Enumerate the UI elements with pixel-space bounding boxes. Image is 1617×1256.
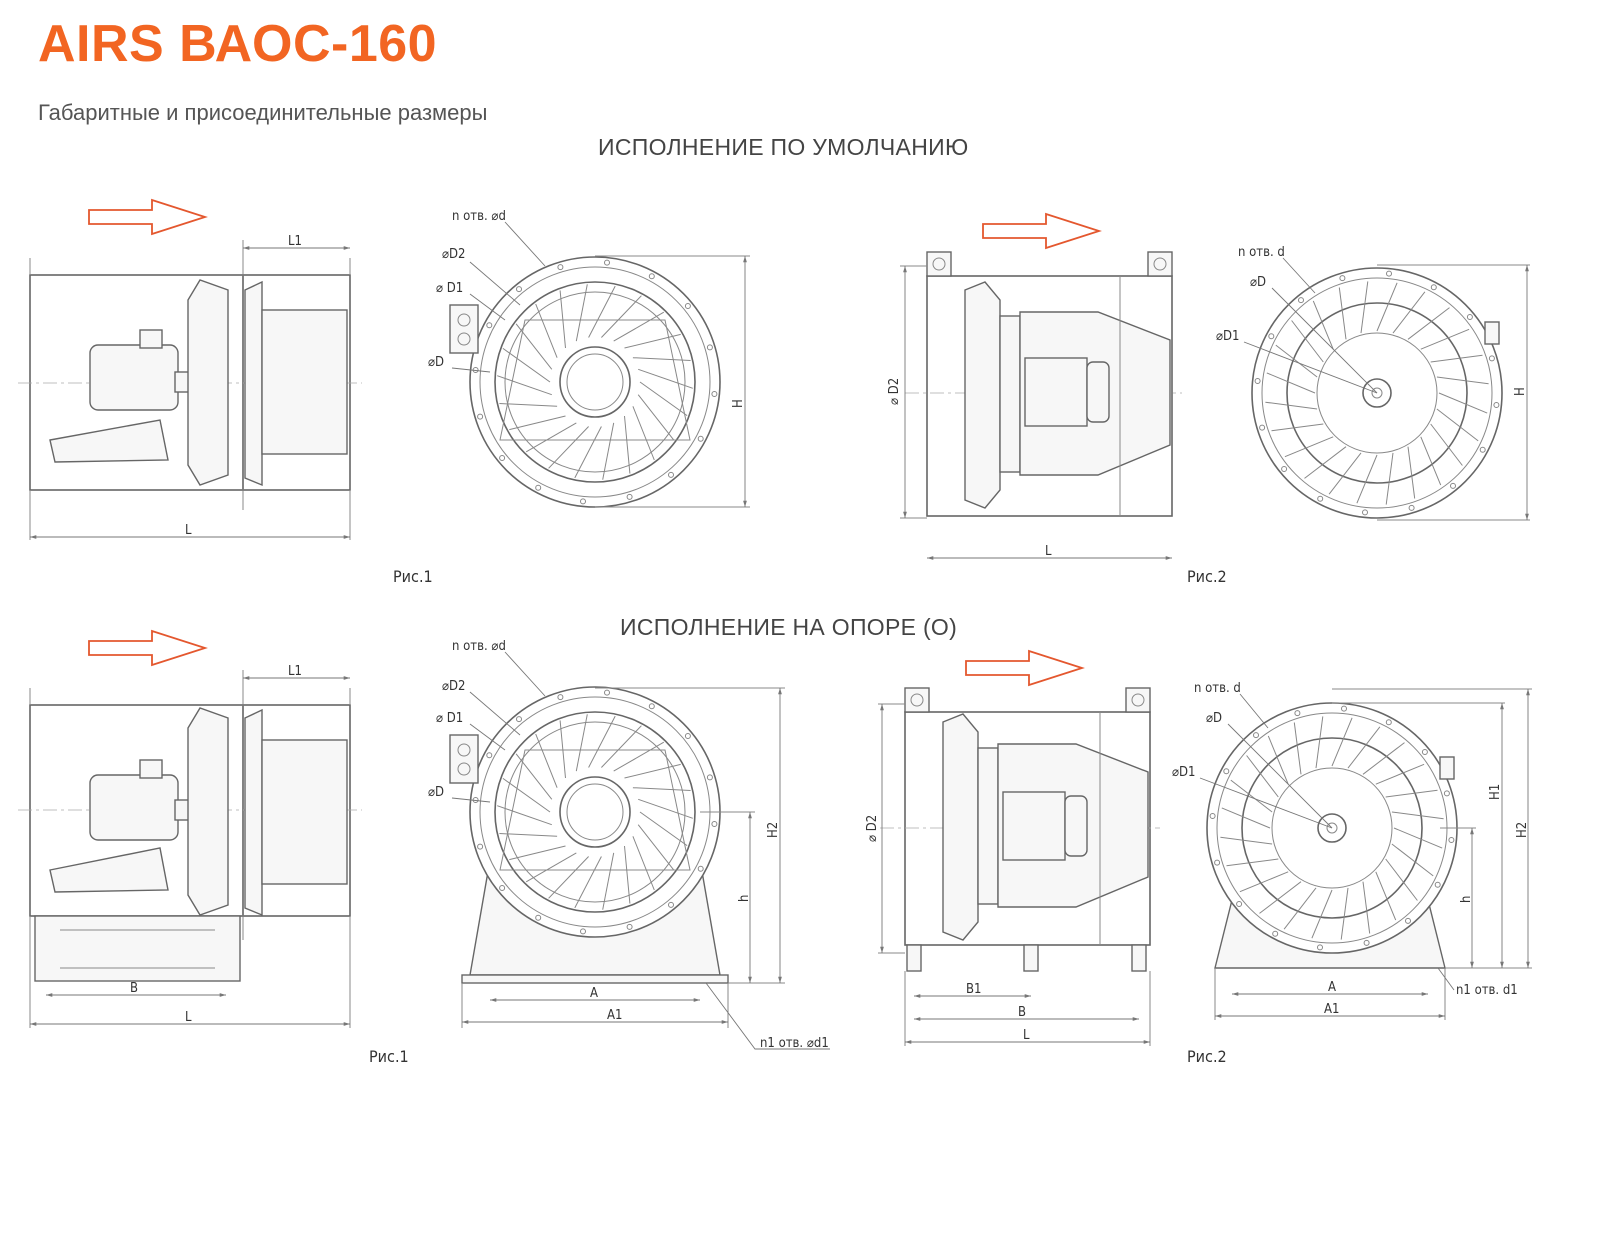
dim-h-label-2: h <box>1459 896 1474 903</box>
fig1-side-view <box>18 240 362 540</box>
fig2-caption-top: Рис.2 <box>1187 567 1227 586</box>
label-D1-support: ⌀ D1 <box>436 711 463 726</box>
label-D-support-2: ⌀D <box>1206 711 1222 726</box>
dim-D2-vertical-label: ⌀ D2 <box>887 378 902 405</box>
label-D: ⌀D <box>428 355 444 370</box>
dim-L-label-support: L <box>185 1010 192 1025</box>
label-n1-holes-d1: n1 отв. ⌀d1 <box>760 1036 829 1051</box>
label-D1: ⌀ D1 <box>436 281 463 296</box>
section-title-support: ИСПОЛНЕНИЕ НА ОПОРЕ (О) <box>620 614 958 640</box>
dim-A1-label: A1 <box>607 1008 622 1023</box>
label-D-2: ⌀D <box>1250 275 1266 290</box>
dim-A-label: A <box>590 986 598 1001</box>
dim-L-label-support-2: L <box>1023 1028 1030 1043</box>
page-subtitle: Габаритные и присоединительные размеры <box>38 100 488 125</box>
label-D1-support-2: ⌀D1 <box>1172 765 1196 780</box>
fig1-side-view-support <box>18 670 362 982</box>
fig1-front-view <box>449 256 721 508</box>
fig2-caption-bottom: Рис.2 <box>1187 1047 1227 1066</box>
flow-arrow-2 <box>982 212 1102 250</box>
label-n-holes-d-2: n отв. d <box>1238 245 1285 260</box>
label-n-holes-d-support: n отв. ⌀d <box>452 639 506 654</box>
dim-B-label-2: B <box>1018 1005 1026 1020</box>
label-D2: ⌀D2 <box>442 247 466 262</box>
label-n-holes-d-support-2: n отв. d <box>1194 681 1241 696</box>
label-D1-2: ⌀D1 <box>1216 329 1240 344</box>
section-title-default: ИСПОЛНЕНИЕ ПО УМОЛЧАНИЮ <box>598 134 969 160</box>
dim-H1-label: H1 <box>1488 784 1503 800</box>
dim-L-label-2: L <box>1045 544 1052 559</box>
page-title: AIRS ВАОС-160 <box>38 15 438 73</box>
fig2-side-view-support <box>880 687 1160 972</box>
fig2-front-view-support <box>1206 702 1458 969</box>
flow-arrow-3 <box>88 629 208 667</box>
label-D2-support: ⌀D2 <box>442 679 466 694</box>
dim-A-label-2: A <box>1328 980 1336 995</box>
fig2-front-view <box>1251 267 1503 519</box>
label-D-support: ⌀D <box>428 785 444 800</box>
dim-H2-label: H2 <box>766 822 781 838</box>
dim-B1-label: B1 <box>966 982 981 997</box>
label-n-holes-d: n отв. ⌀d <box>452 209 506 224</box>
fig1-caption-top: Рис.1 <box>393 567 433 586</box>
dim-H-label: H <box>731 399 746 408</box>
dim-L1-label-support: L1 <box>288 664 302 679</box>
dim-D2-vertical-label-support: ⌀ D2 <box>865 815 880 842</box>
flow-arrow-1 <box>88 198 208 236</box>
dim-H2-label-2: H2 <box>1515 822 1530 838</box>
label-n1-holes-d1-2: n1 отв. d1 <box>1456 983 1518 998</box>
dim-B-label: B <box>130 981 138 996</box>
dim-h-label: h <box>737 895 752 902</box>
dim-L-label: L <box>185 523 192 538</box>
flow-arrow-4 <box>965 649 1085 687</box>
dim-H-label-2: H <box>1513 387 1528 396</box>
fig1-caption-bottom: Рис.1 <box>369 1047 409 1066</box>
fig2-side-view <box>905 251 1182 517</box>
dim-A1-label-2: A1 <box>1324 1002 1339 1017</box>
dim-L1-label: L1 <box>288 234 302 249</box>
fig1-front-view-support <box>449 686 729 984</box>
